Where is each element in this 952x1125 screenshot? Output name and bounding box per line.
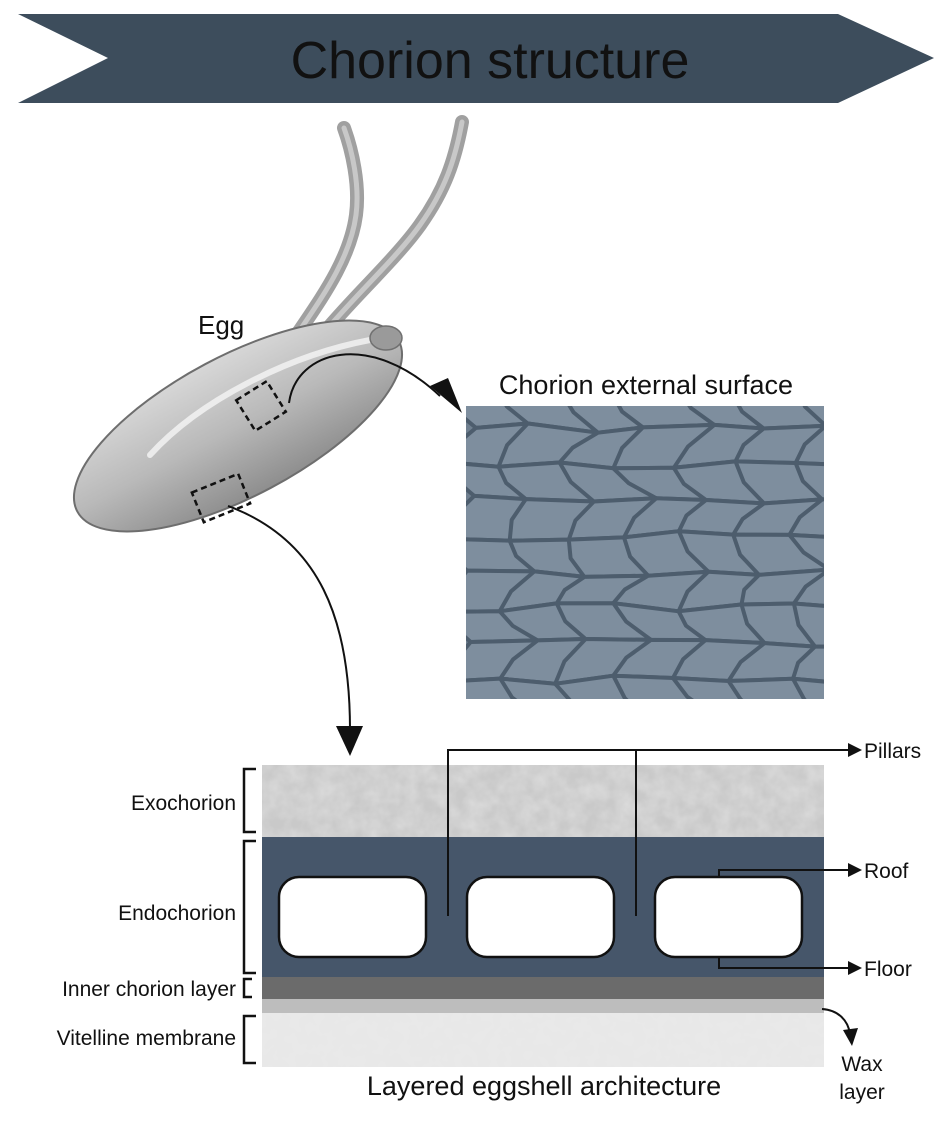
surface-cell (678, 715, 765, 754)
egg-illustration: Egg (72, 115, 469, 533)
surface-cell (853, 679, 942, 721)
roof-leader (718, 869, 850, 878)
endochorion-cavity-2 (465, 875, 616, 959)
surface-cell (512, 716, 598, 753)
banner-shape (18, 14, 934, 103)
label-floor: Floor (864, 958, 912, 981)
surface-cell (849, 607, 937, 649)
floor-leader (718, 956, 850, 969)
surface-cell (736, 406, 824, 431)
surface-cell (791, 676, 824, 699)
inner-chorion-bracket (242, 977, 252, 999)
zoom-box-surface (234, 379, 288, 433)
label-roof: Roof (864, 860, 909, 883)
surface-cell (855, 538, 942, 574)
surface-cell (791, 570, 824, 608)
eggshell-section: Exochorion Endochorion Inner chorion lay… (57, 740, 922, 1104)
label-wax-line1: Wax (841, 1053, 883, 1076)
arrow-to-section (227, 505, 351, 731)
arrow-to-surface (288, 353, 441, 404)
surface-cells (445, 389, 943, 755)
egg-filament-right (311, 115, 469, 347)
surface-cell (855, 496, 943, 540)
banner-title: Chorion structure (291, 32, 690, 90)
exochorion-bracket (242, 767, 256, 834)
surface-cell (791, 601, 824, 649)
label-inner-chorion: Inner chorion layer (62, 978, 236, 1001)
inner-chorion-layer (262, 977, 824, 999)
surface-cell (856, 461, 943, 497)
endochorion-cavity-3 (653, 875, 804, 959)
egg-label: Egg (198, 310, 244, 340)
pillars-leader (447, 749, 850, 916)
surface-cell (802, 406, 824, 427)
surface-cell (742, 718, 828, 754)
surface-cell (791, 644, 824, 684)
surface-title: Chorion external surface (499, 370, 793, 400)
chorion-surface-panel: Chorion external surface (445, 370, 943, 755)
surface-cell (849, 569, 943, 608)
endochorion-bracket (242, 839, 256, 975)
label-wax-line2: layer (839, 1081, 885, 1104)
label-vitelline: Vitelline membrane (57, 1027, 236, 1050)
label-endochorion: Endochorion (118, 902, 236, 925)
endochorion-cavity-1 (277, 875, 428, 959)
surface-cell (856, 425, 938, 465)
egg-micropyle (369, 325, 403, 351)
zoom-box-section (190, 472, 252, 524)
vitelline-bracket (242, 1014, 256, 1065)
surface-cell (787, 497, 824, 539)
section-caption: Layered eggshell architecture (367, 1071, 721, 1101)
title-banner: Chorion structure (18, 14, 934, 103)
surface-cell (853, 646, 937, 684)
surface-cell (852, 389, 938, 433)
wax-layer (262, 999, 824, 1013)
label-exochorion: Exochorion (131, 792, 236, 815)
surface-cell (787, 532, 824, 569)
label-pillars: Pillars (864, 740, 921, 763)
surface-cell (793, 424, 824, 467)
surface-cell (445, 716, 536, 753)
surface-cell (624, 715, 713, 755)
surface-cell (793, 461, 824, 502)
